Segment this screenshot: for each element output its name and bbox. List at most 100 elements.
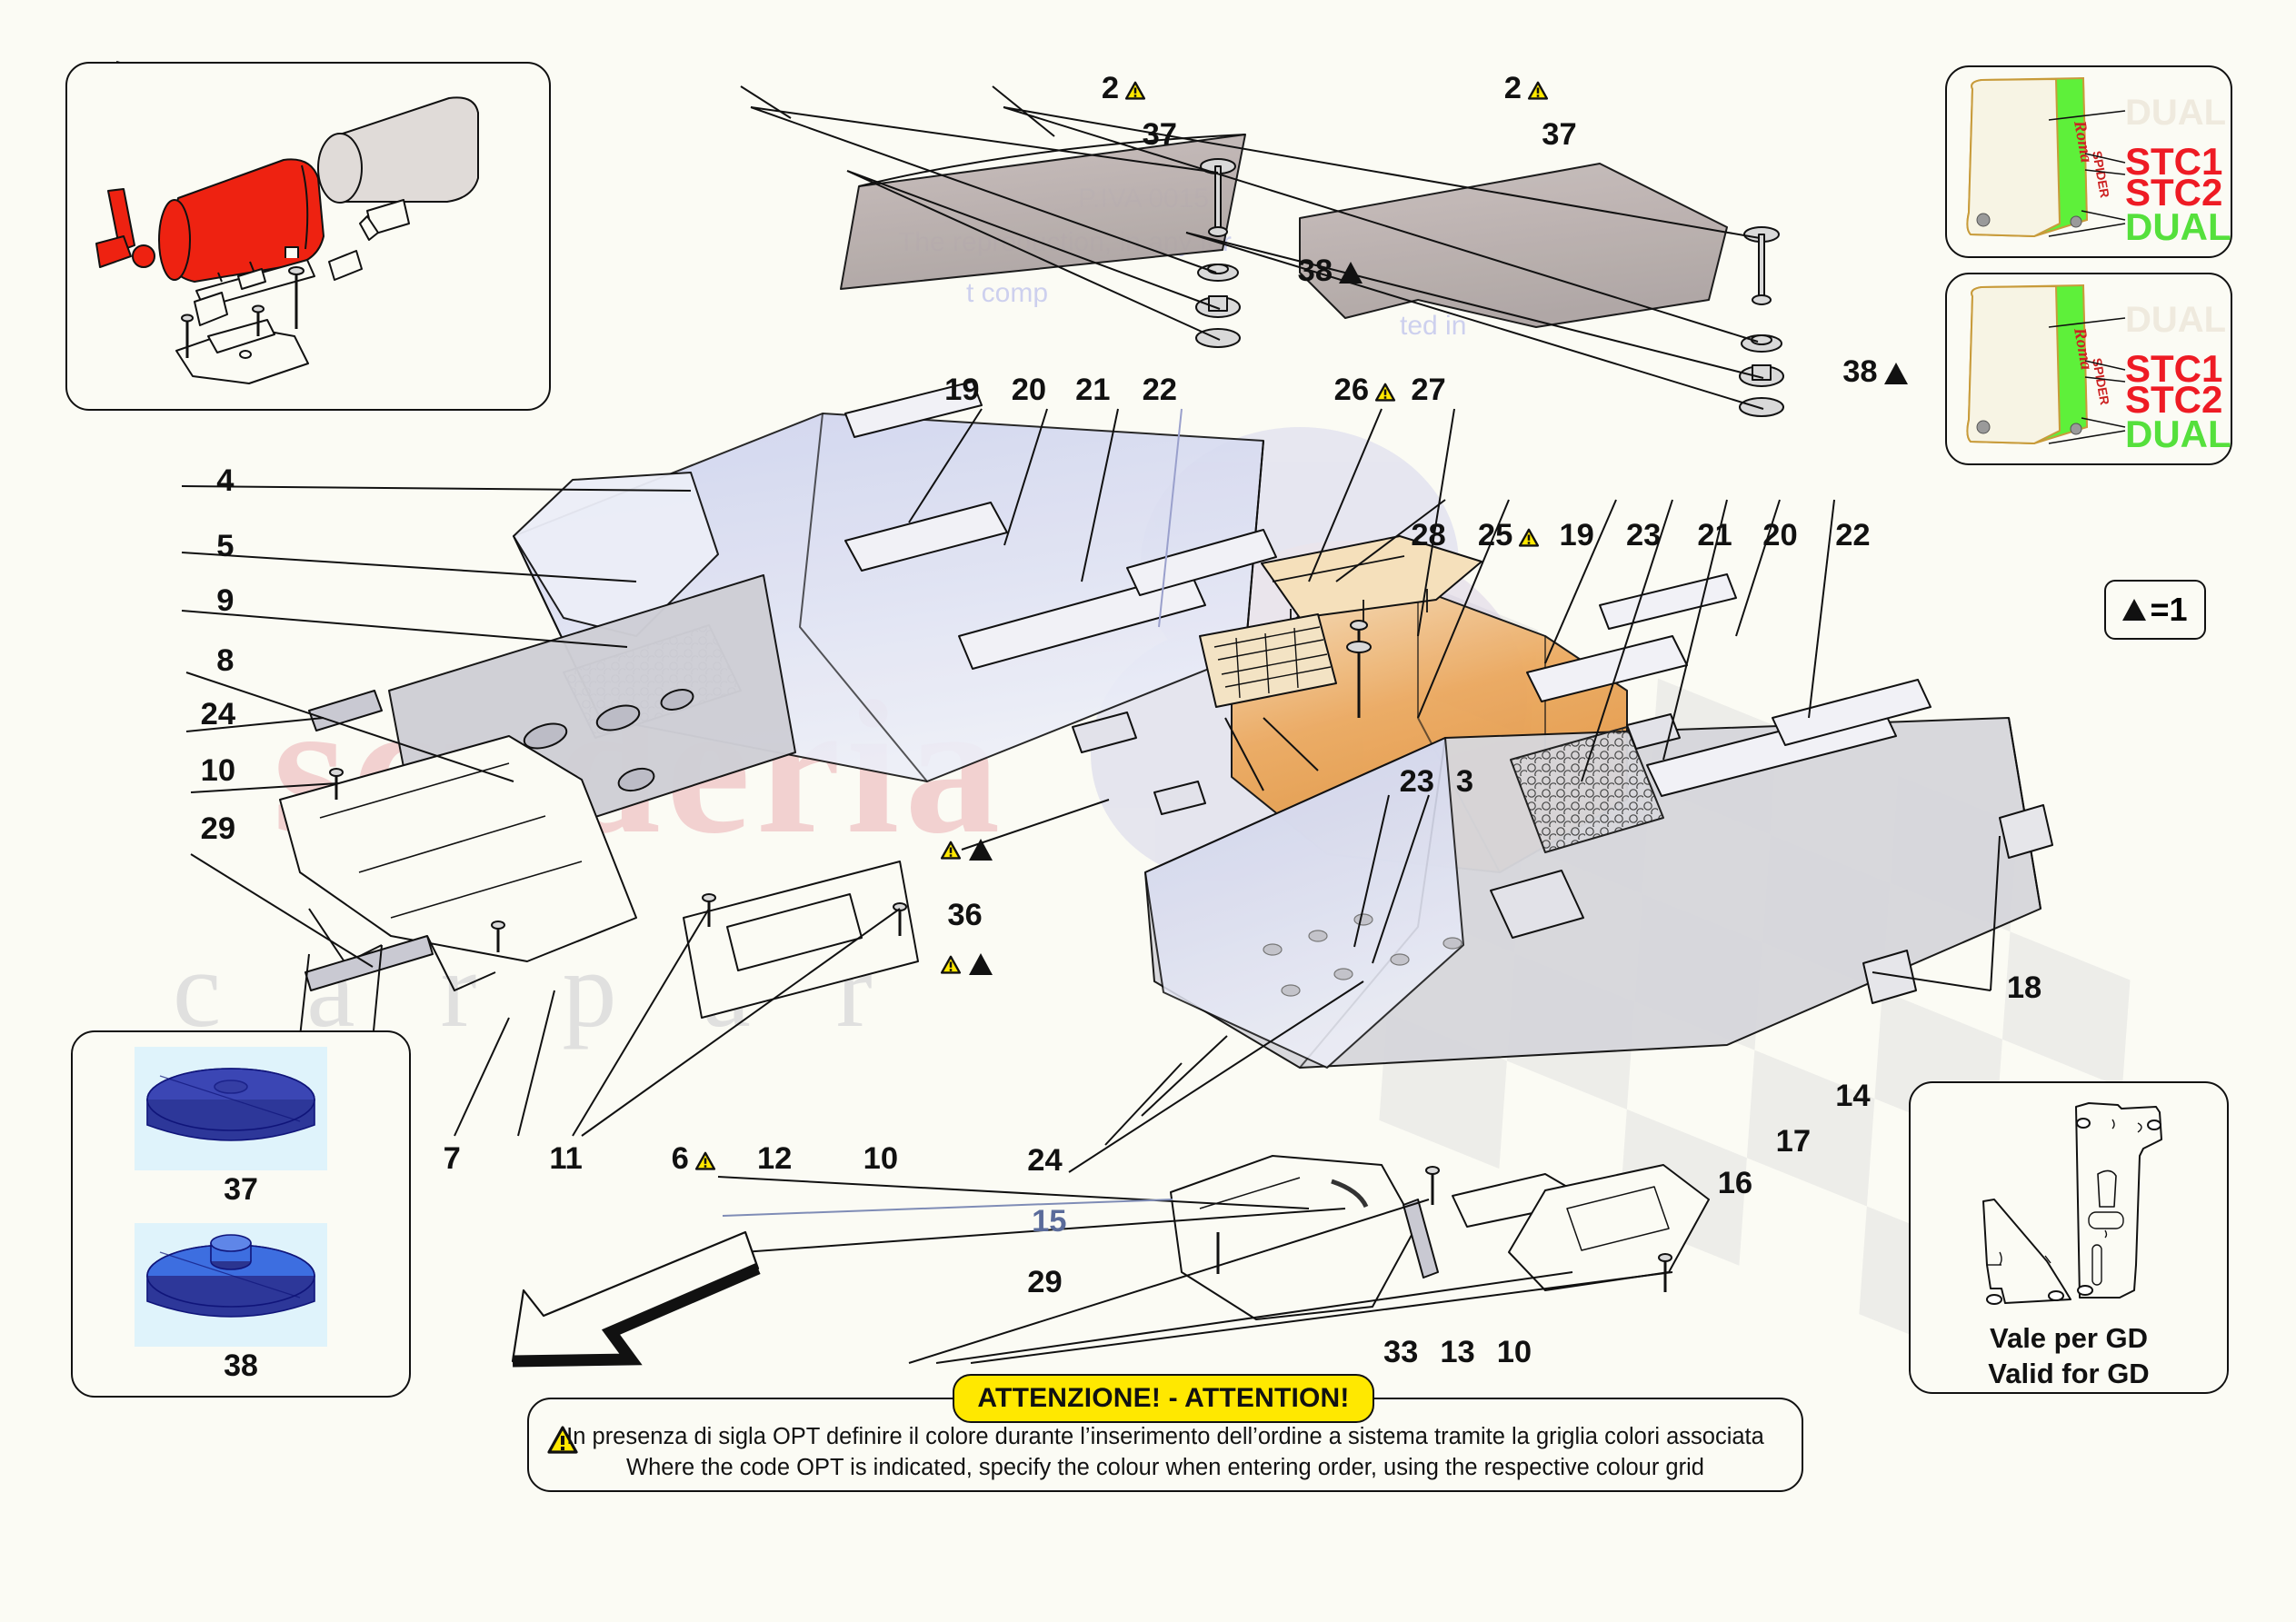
callout-upper-row-27-5: 27 [1411, 374, 1445, 406]
solid-triangle-icon [968, 953, 993, 976]
callout-left-column-10-5: 10 [201, 755, 235, 787]
gd-caption: Vale per GD Valid for GD [1911, 1321, 2227, 1392]
callout-number: 21 [1075, 373, 1111, 408]
callout-bottom-row-6-2: 6 [672, 1143, 717, 1175]
callout-bottom-row-10-4: 10 [863, 1143, 898, 1175]
attention-text-it: In presenza di sigla OPT definire il col… [566, 1424, 1764, 1449]
warning-triangle-icon [940, 955, 962, 975]
solid-triangle-icon [1339, 262, 1363, 284]
callout-bottom-center-13-4: 13 [1440, 1337, 1474, 1368]
callout-number: 8 [216, 642, 235, 678]
callout-top-center-37-1: 37 [1143, 119, 1177, 151]
callout-number: 2 [1101, 70, 1120, 105]
callout-number: 29 [1027, 1265, 1063, 1300]
warning-triangle-icon [694, 1151, 715, 1170]
warning-triangle-icon [940, 841, 962, 860]
callout-upper-row-26-4: 26 [1334, 374, 1397, 406]
callout-number: 36 [947, 897, 983, 932]
callout-right-lower-14-1: 14 [1835, 1080, 1870, 1112]
callout-number: 20 [1762, 518, 1798, 553]
callout-bottom-center-29-2: 29 [1027, 1267, 1062, 1299]
callout-number: 38 [1842, 353, 1878, 389]
callout-upper-row-20-1: 20 [1012, 374, 1046, 406]
mat-stc1-label-1: STC1 [2125, 140, 2223, 183]
warning-triangle-icon [1124, 81, 1146, 100]
callout-right-lower-17-2: 17 [1776, 1126, 1811, 1158]
callout-number: 24 [1027, 1142, 1063, 1178]
callout-mid-23-0: 23 [1400, 765, 1434, 798]
triangle-legend-text: =1 [2150, 591, 2188, 628]
callout-upper-row-19-0: 19 [944, 374, 979, 406]
triangle-legend-box: =1 [2104, 580, 2206, 640]
mat-dual-label-2: DUAL [2125, 413, 2231, 455]
callout-bottom-row-7-0: 7 [444, 1143, 461, 1175]
callout-number: 17 [1775, 1124, 1812, 1159]
callout-left-column-29-6: 29 [201, 813, 235, 845]
callout-bottom-center-33-3: 33 [1383, 1337, 1418, 1368]
fire-extinguisher-inset-panel [65, 62, 551, 411]
callout-right-row-19-2: 19 [1559, 520, 1593, 552]
callout-number: 26 [1333, 373, 1370, 408]
callout-number: 20 [1011, 373, 1047, 408]
warning-marker-pair [934, 947, 993, 979]
callout-upper-row-22-3: 22 [1143, 374, 1177, 406]
callout-top-center-37-4: 37 [1542, 119, 1576, 151]
clip-parts-drawing [135, 1047, 327, 1347]
callout-number: 18 [2006, 970, 2042, 1005]
callout-number: 24 [200, 696, 236, 731]
callout-number: 33 [1383, 1334, 1419, 1369]
callout-number: 37 [1542, 117, 1577, 153]
callout-number: 7 [443, 1141, 461, 1177]
callout-bottom-center-15-1: 15 [1032, 1206, 1066, 1238]
callout-number: 6 [671, 1141, 689, 1177]
clip-parts-inset-panel: 37 38 [71, 1030, 411, 1398]
clip-part-37-caption: 37 [224, 1172, 258, 1207]
callout-bottom-row-12-3: 12 [757, 1143, 792, 1175]
callout-number: 4 [216, 463, 235, 498]
callout-right-row-22-6: 22 [1835, 520, 1870, 552]
callout-top-center-2-3: 2 [1504, 73, 1550, 104]
mat-stc2-label-1: STC2 [2125, 171, 2223, 214]
callout-number: 38 [1297, 254, 1333, 289]
callout-number: 11 [549, 1141, 583, 1177]
callout-right-row-25-1: 25 [1478, 520, 1541, 552]
callout-top-center-2-0: 2 [1102, 73, 1147, 104]
warning-marker-pair [934, 832, 993, 864]
attention-text-en: Where the code OPT is indicated, specify… [626, 1455, 1704, 1480]
solid-triangle-icon [2122, 599, 2147, 621]
callout-number: 2 [1503, 70, 1522, 105]
attention-tag: ATTENZIONE! - ATTENTION! [953, 1374, 1374, 1423]
fire-extinguisher-drawing [95, 96, 479, 384]
callout-left-column-8-3: 8 [216, 645, 234, 677]
callout-bottom-center-10-5: 10 [1497, 1337, 1532, 1368]
callout-number: 28 [1411, 518, 1446, 553]
mat-stc2-label-2: STC2 [2125, 378, 2223, 421]
mat-colour-inset-panel-2: Roma SPIDER DUAL STC1 STC2 DUAL [1945, 273, 2232, 465]
callout-number: 29 [200, 811, 236, 847]
callout-right-row-20-5: 20 [1762, 520, 1797, 552]
callout-mid-36-2: 36 [947, 897, 983, 932]
callout-right-row-28-0: 28 [1411, 520, 1445, 552]
callout-number: 19 [1559, 518, 1594, 553]
callout-number: 14 [1835, 1079, 1871, 1114]
callout-left-column-4-0: 4 [216, 463, 235, 498]
mat-colour-drawing-1: Roma SPIDER [1966, 76, 2126, 238]
callout-number: 12 [756, 1141, 793, 1177]
callout-number: 15 [1032, 1203, 1067, 1239]
mat-ghost-label-1: DUAL [2125, 93, 2227, 133]
callout-number: 3 [1455, 763, 1474, 799]
callout-right-lower-18-0: 18 [2006, 970, 2042, 1005]
callout-number: 22 [1142, 373, 1177, 408]
callout-upper-row-21-2: 21 [1075, 374, 1110, 406]
callout-number: 5 [216, 528, 235, 563]
callout-number: 19 [944, 373, 980, 408]
direction-arrow-icon [511, 1230, 761, 1368]
gd-caption-it: Vale per GD [1989, 1322, 2149, 1354]
callout-number: 37 [1142, 117, 1177, 153]
callout-left-column-5-1: 5 [216, 528, 235, 563]
mat-colour-drawing-2: Roma SPIDER [1966, 284, 2126, 445]
gd-parts-drawing [1982, 1102, 2162, 1305]
callout-number: 23 [1625, 518, 1662, 553]
callout-top-center-38-5: 38 [1842, 353, 1908, 389]
